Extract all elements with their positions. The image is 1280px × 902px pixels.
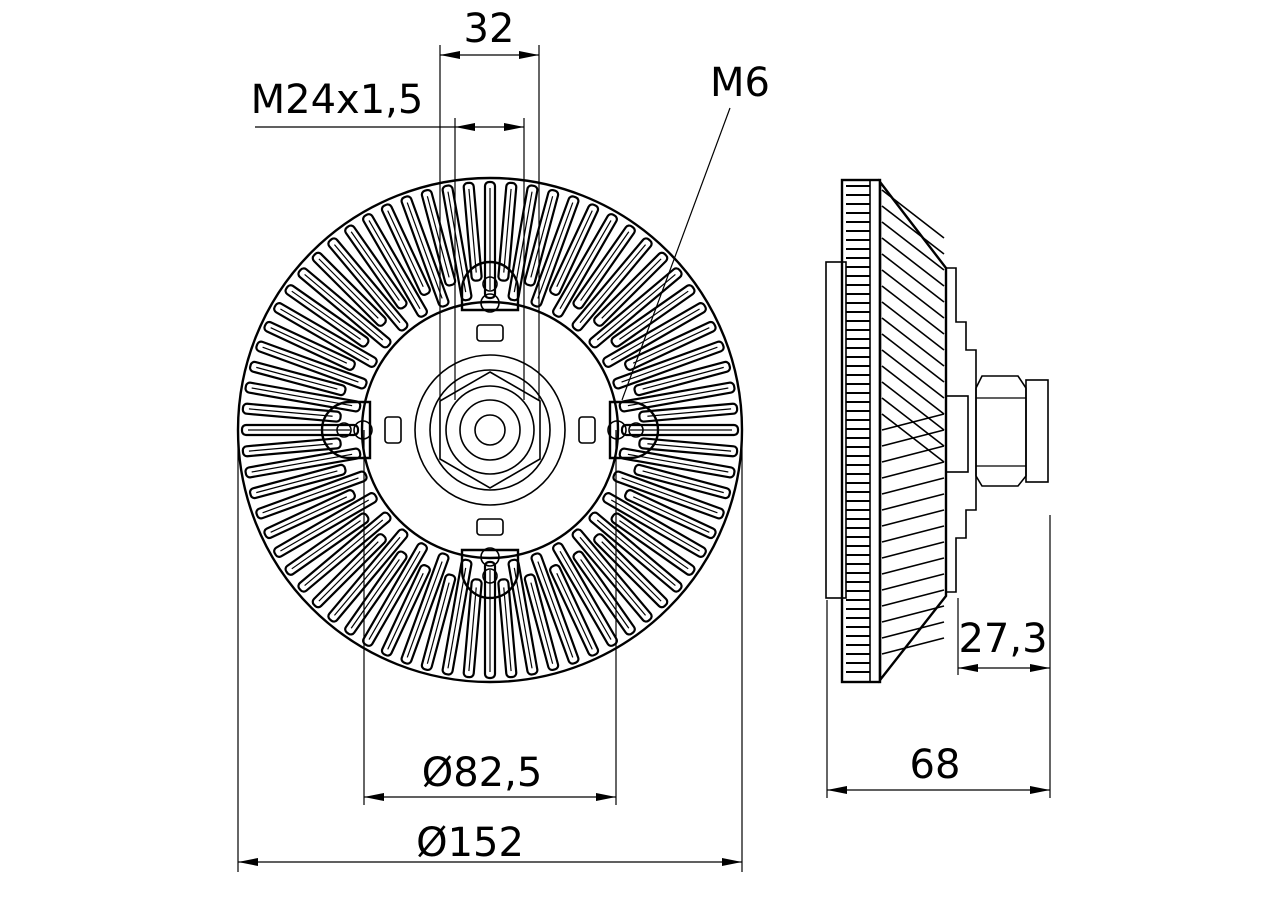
thread-inner bbox=[459, 399, 521, 461]
dimension-overall-depth: 68 bbox=[910, 742, 961, 788]
hex-nut-side bbox=[975, 375, 1027, 487]
fin-stack-edge bbox=[840, 178, 882, 684]
thread-ring bbox=[445, 385, 535, 475]
mounting-tab-right bbox=[578, 400, 660, 460]
hex-nut bbox=[439, 371, 541, 489]
mounting-tab-bottom bbox=[460, 518, 520, 600]
mounting-tab-top bbox=[460, 260, 520, 342]
hub-flange bbox=[414, 354, 566, 506]
dimension-outer-diameter: Ø152 bbox=[416, 820, 524, 866]
dimension-hub-depth: 27,3 bbox=[958, 616, 1047, 662]
flange-steps bbox=[946, 267, 977, 593]
dimension-inner-diameter: Ø82,5 bbox=[422, 750, 543, 796]
hub-boss bbox=[945, 395, 969, 473]
hub-ring bbox=[429, 369, 551, 491]
side-fin-lines bbox=[846, 185, 870, 673]
tapered-body bbox=[878, 178, 948, 684]
dimension-thread: M24x1,5 bbox=[251, 77, 424, 123]
mounting-tab-left bbox=[320, 400, 402, 460]
front-view: 32 M24x1,5 M6 Ø82,5 Ø152 bbox=[236, 6, 770, 872]
dimension-bolt: M6 bbox=[710, 60, 770, 106]
thread-stub bbox=[1025, 379, 1049, 483]
taper-fin-lines bbox=[881, 189, 945, 655]
cooling-fins bbox=[240, 180, 740, 680]
center-bore bbox=[474, 414, 506, 446]
back-plate bbox=[825, 261, 847, 599]
dimension-hex-width: 32 bbox=[464, 6, 515, 52]
inner-hub-ring bbox=[360, 300, 620, 560]
side-view: 27,3 68 bbox=[825, 178, 1051, 798]
